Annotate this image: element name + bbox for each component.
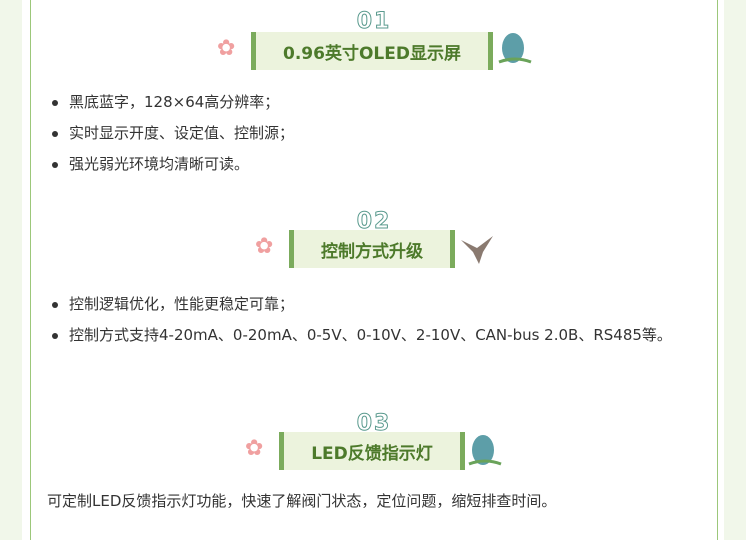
section-title: 控制方式升级 (289, 230, 455, 268)
list-item: 黑底蓝字，128×64高分辨率； (52, 87, 709, 118)
list-item: 实时显示开度、设定值、控制源； (52, 118, 709, 149)
section-paragraph: 可定制LED反馈指示灯功能，快速了解阀门状态，定位问题，缩短排查时间。 (47, 492, 557, 510)
stone-icon (498, 33, 532, 64)
flower-icon: ✿ (245, 436, 264, 461)
bird-icon (461, 236, 493, 264)
list-item: 控制逻辑优化，性能更稳定可靠； (52, 289, 709, 320)
section-title: 0.96英寸OLED显示屏 (251, 32, 493, 70)
feature-list-2: 控制逻辑优化，性能更稳定可靠； 控制方式支持4-20mA、0-20mA、0-5V… (52, 289, 709, 351)
section-header-3: 03 ✿ LED反馈指示灯 (31, 411, 717, 472)
flower-icon: ✿ (255, 234, 274, 259)
section-number: 03 (356, 411, 392, 436)
section-number: 02 (356, 209, 392, 234)
stone-icon (468, 435, 502, 466)
section-number: 01 (356, 9, 392, 34)
section-title: LED反馈指示灯 (279, 432, 465, 470)
list-item: 控制方式支持4-20mA、0-20mA、0-5V、0-10V、2-10V、CAN… (52, 320, 709, 351)
section-header-2: 02 ✿ 控制方式升级 (31, 209, 717, 270)
flower-icon: ✿ (217, 36, 236, 61)
list-item: 强光弱光环境均清晰可读。 (52, 149, 709, 180)
feature-list-1: 黑底蓝字，128×64高分辨率； 实时显示开度、设定值、控制源； 强光弱光环境均… (52, 87, 709, 180)
article-body: 01 ✿ 0.96英寸OLED显示屏 黑底蓝字，128×64高分辨率； 实时显示… (30, 0, 718, 540)
section-header-1: 01 ✿ 0.96英寸OLED显示屏 (31, 9, 717, 70)
